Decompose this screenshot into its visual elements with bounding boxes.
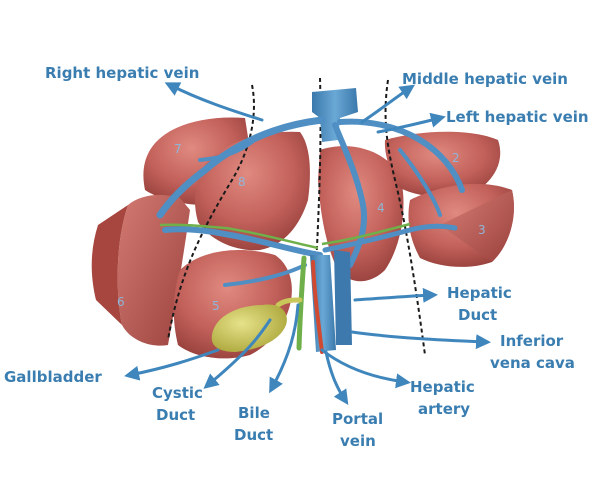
liver [91,117,514,359]
gallbladder-organ [211,304,287,352]
segment-number-3: 3 [478,223,486,237]
label-cystic-duct-line1: Cystic [152,384,203,402]
arrow-right-hepatic-vein [164,82,264,122]
label-cystic-duct-line2: Duct [156,406,195,424]
segment-number-2: 2 [452,151,460,165]
liver-segment-3-face [440,190,514,262]
inferior-vena-cava-top [312,88,358,142]
liver-segment-2-lobe [384,131,501,197]
label-inferior-vena-cava-line2: vena cava [490,354,575,372]
label-right-hepatic-vein: Right hepatic vein [45,64,199,82]
label-inferior-vena-cava-line1: Inferior [500,332,564,350]
right-hepatic-vein-vessel [156,116,326,219]
label-hepatic-artery-line1: Hepatic [410,378,475,396]
middle-hepatic-vein-vessel [332,122,368,268]
right-hepatic-vein-branch [198,133,262,162]
label-bile-duct-line1: Bile [238,404,270,422]
labels: Right hepatic vein Middle hepatic vein L… [4,64,589,450]
label-bile-duct-line2: Duct [234,426,273,444]
bile-branch-right [159,223,319,250]
segment-number-7: 7 [174,142,182,156]
segment-number-4: 4 [377,201,385,215]
label-hepatic-duct-line1: Hepatic [447,284,512,302]
callout-arrows [124,82,491,405]
left-hepatic-vein-branch [398,148,442,217]
bile-duct-vessel [296,255,307,351]
arrow-portal-vein [324,350,349,405]
segment-number-8: 8 [238,175,246,189]
liver-segment-6-face [91,205,128,325]
right-boundary-line [167,84,255,341]
arrow-bile-duct [269,303,300,394]
label-portal-vein-line1: Portal [332,410,383,428]
portal-vein-lower-branch [223,263,307,287]
label-left-hepatic-vein: Left hepatic vein [446,108,589,126]
label-middle-hepatic-vein: Middle hepatic vein [402,70,568,88]
portal-vein-right-branch [162,226,323,258]
liver-segment-6-lobe [117,194,190,346]
cystic-duct-vessel [275,297,303,308]
label-hepatic-duct-line2: Duct [458,306,497,324]
arrow-gallbladder [124,348,220,381]
label-hepatic-artery-line2: artery [418,400,470,418]
arrow-cystic-duct [203,318,272,389]
inferior-vena-cava-lower [334,250,352,345]
arrow-hepatic-artery [320,348,411,389]
segment-numbers: 2 3 4 5 6 7 8 [117,142,486,313]
portal-vein-trunk [310,255,336,352]
arrow-hepatic-duct [353,287,438,303]
portal-vein-left-branch [322,223,458,253]
arrow-inferior-vena-cava [350,330,491,350]
arrow-middle-hepatic-vein [360,84,415,124]
label-portal-vein-line2: vein [340,432,376,450]
hepatic-artery-vessel [311,260,324,354]
arrow-left-hepatic-vein [376,112,446,134]
label-gallbladder: Gallbladder [4,368,102,386]
liver-segment-8-lobe [194,131,310,251]
bile-branch-left [321,222,411,246]
segment-number-5: 5 [212,299,220,313]
segment-number-6: 6 [117,295,125,309]
